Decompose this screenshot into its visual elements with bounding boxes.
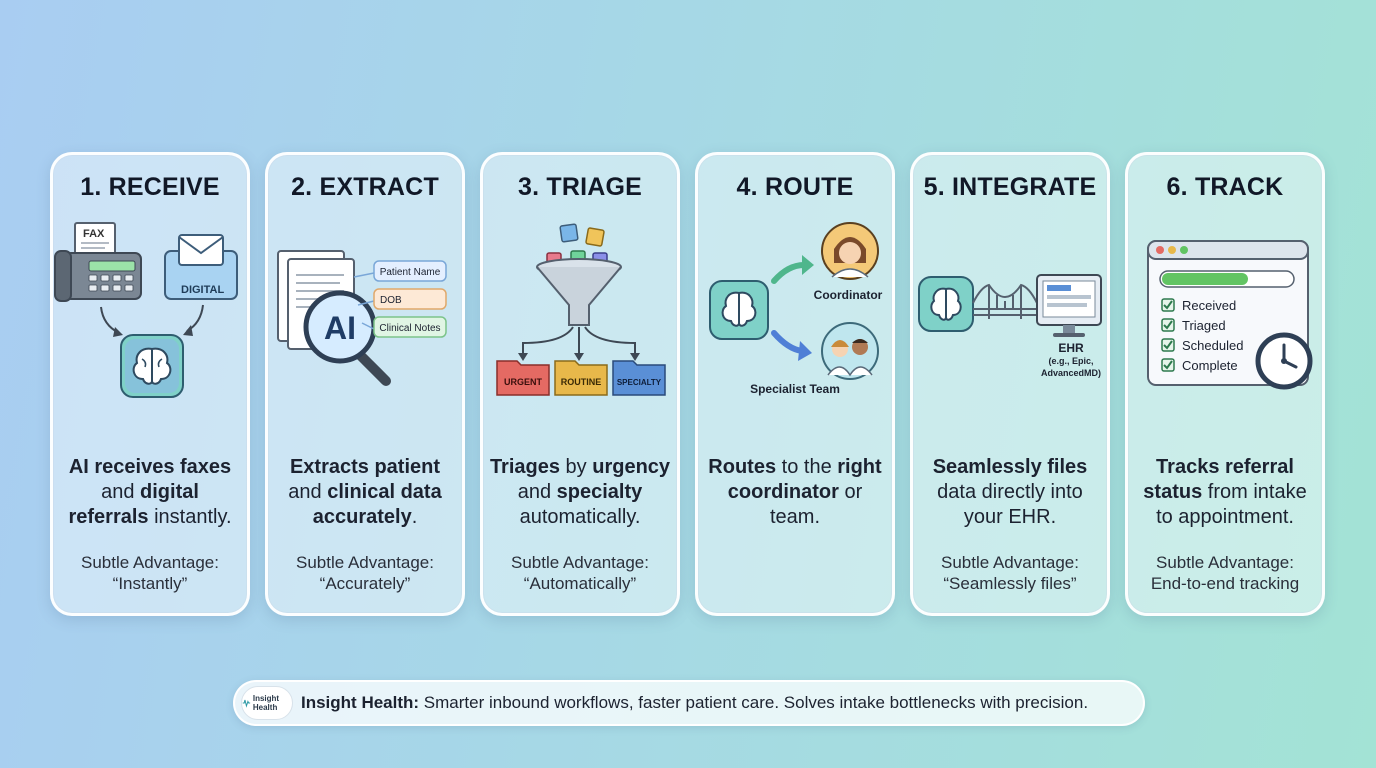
ehr-monitor-icon [1036, 274, 1102, 337]
specialist-team-label: Specialist Team [750, 382, 840, 396]
ai-brain-icon [120, 334, 184, 398]
advantage-label: Subtle Advantage: [1155, 553, 1294, 572]
checkbox-complete [1161, 358, 1175, 372]
receive-illustration: FAX DIGITAL [54, 222, 238, 398]
ai-label: AI [324, 310, 356, 346]
workflow-steps: 1. RECEIVE FAX DIGITAL [50, 152, 1328, 616]
svg-text:DOB: DOB [380, 295, 402, 306]
fax-label: FAX [83, 228, 105, 240]
step-card-triage: 3. TRIAGE URGENT [480, 152, 680, 616]
advantage-value: “Accurately” [319, 574, 411, 593]
svg-text:Received: Received [1182, 298, 1236, 313]
field-clinical-notes: Clinical Notes [373, 316, 447, 338]
logo-text: Insight Health [252, 694, 280, 712]
svg-text:ROUTINE: ROUTINE [561, 377, 602, 387]
step-card-track: 6. TRACK Received Triaged Scheduled Comp… [1125, 152, 1325, 616]
svg-text:URGENT: URGENT [504, 377, 543, 387]
step-description: Routes to the right coordinator or team. [708, 456, 882, 528]
ehr-examples: (e.g., Epic, AdvancedMD) [1040, 356, 1101, 378]
step-title: 5. INTEGRATE [923, 173, 1097, 201]
track-illustration: Received Triaged Scheduled Complete [1147, 240, 1313, 390]
step-title: 1. RECEIVE [80, 173, 220, 201]
brand-name: Insight Health: [301, 693, 420, 712]
step-description: Triages by urgency and specialty automat… [489, 456, 671, 528]
svg-text:SPECIALTY: SPECIALTY [617, 378, 662, 387]
step-description: AI receives faxes and digital referrals … [68, 456, 232, 528]
svg-text:Complete: Complete [1182, 358, 1238, 373]
advantage-label: Subtle Advantage: [80, 553, 219, 572]
ai-brain-icon [709, 280, 769, 340]
step-title: 3. TRIAGE [517, 173, 643, 201]
step-card-integrate: 5. INTEGRATE [910, 152, 1110, 616]
triage-illustration: URGENT ROUTINE SPECIALTY [496, 223, 666, 396]
step-card-route: 4. ROUTE Coordinator [695, 152, 895, 616]
specialist-team-avatar-icon [821, 322, 879, 380]
folder-specialty-icon: SPECIALTY [612, 360, 666, 396]
ai-brain-icon [918, 276, 974, 332]
waveform-icon [242, 699, 251, 708]
ehr-label: EHR [1058, 341, 1084, 355]
advantage-label: Subtle Advantage: [940, 553, 1079, 572]
step-title: 4. ROUTE [736, 173, 854, 201]
footer-banner: Insight Health Insight Health: Smarter i… [233, 680, 1145, 726]
advantage-value: “Seamlessly files” [943, 574, 1077, 593]
folder-routine-icon: ROUTINE [554, 360, 608, 396]
extract-illustration: AI Patient Name DOB Clinical Notes [277, 250, 447, 386]
checkbox-received [1161, 298, 1175, 312]
field-patient-name: Patient Name [373, 260, 447, 282]
magnifier-ai-icon: AI [303, 290, 391, 386]
digital-label: DIGITAL [181, 284, 224, 296]
folder-urgent-icon: URGENT [496, 360, 550, 396]
fax-machine-icon: FAX [54, 222, 142, 302]
progress-bar [1159, 270, 1295, 288]
footer-text: Insight Health: Smarter inbound workflow… [301, 693, 1088, 713]
insight-health-logo: Insight Health [241, 686, 293, 720]
arrow-to-team-icon [771, 330, 812, 361]
integrate-illustration: EHR [918, 274, 1102, 355]
field-dob: DOB [373, 288, 447, 310]
route-illustration: Coordinator [709, 222, 883, 380]
advantage-value: End-to-end tracking [1150, 574, 1300, 593]
svg-text:Triaged: Triaged [1182, 318, 1226, 333]
step-description: Extracts patient and clinical data accur… [288, 456, 442, 528]
clock-icon [1255, 332, 1313, 390]
step-title: 2. EXTRACT [291, 173, 439, 201]
advantage-value: “Instantly” [112, 574, 188, 593]
advantage-label: Subtle Advantage: [295, 553, 434, 572]
coordinator-label: Coordinator [814, 288, 883, 302]
step-card-receive: 1. RECEIVE FAX DIGITAL [50, 152, 250, 616]
step-description: Seamlessly files data directly into your… [932, 456, 1088, 528]
advantage-label: Subtle Advantage: [510, 553, 649, 572]
advantage-value: “Automatically” [523, 574, 637, 593]
svg-text:Clinical Notes: Clinical Notes [379, 323, 440, 334]
checkbox-scheduled [1161, 338, 1175, 352]
step-card-extract: 2. EXTRACT AI Patient Name [265, 152, 465, 616]
tagline: Smarter inbound workflows, faster patien… [419, 693, 1089, 712]
digital-inbox-icon: DIGITAL [164, 234, 238, 300]
funnel-icon [536, 223, 622, 326]
svg-text:Patient Name: Patient Name [380, 267, 441, 278]
bridge-icon [972, 283, 1038, 319]
coordinator-avatar-icon [821, 222, 879, 280]
step-title: 6. TRACK [1166, 173, 1284, 201]
svg-text:Scheduled: Scheduled [1182, 338, 1243, 353]
step-description: Tracks referral status from intake to ap… [1143, 456, 1307, 528]
arrow-to-coordinator-icon [771, 255, 814, 284]
checkbox-triaged [1161, 318, 1175, 332]
